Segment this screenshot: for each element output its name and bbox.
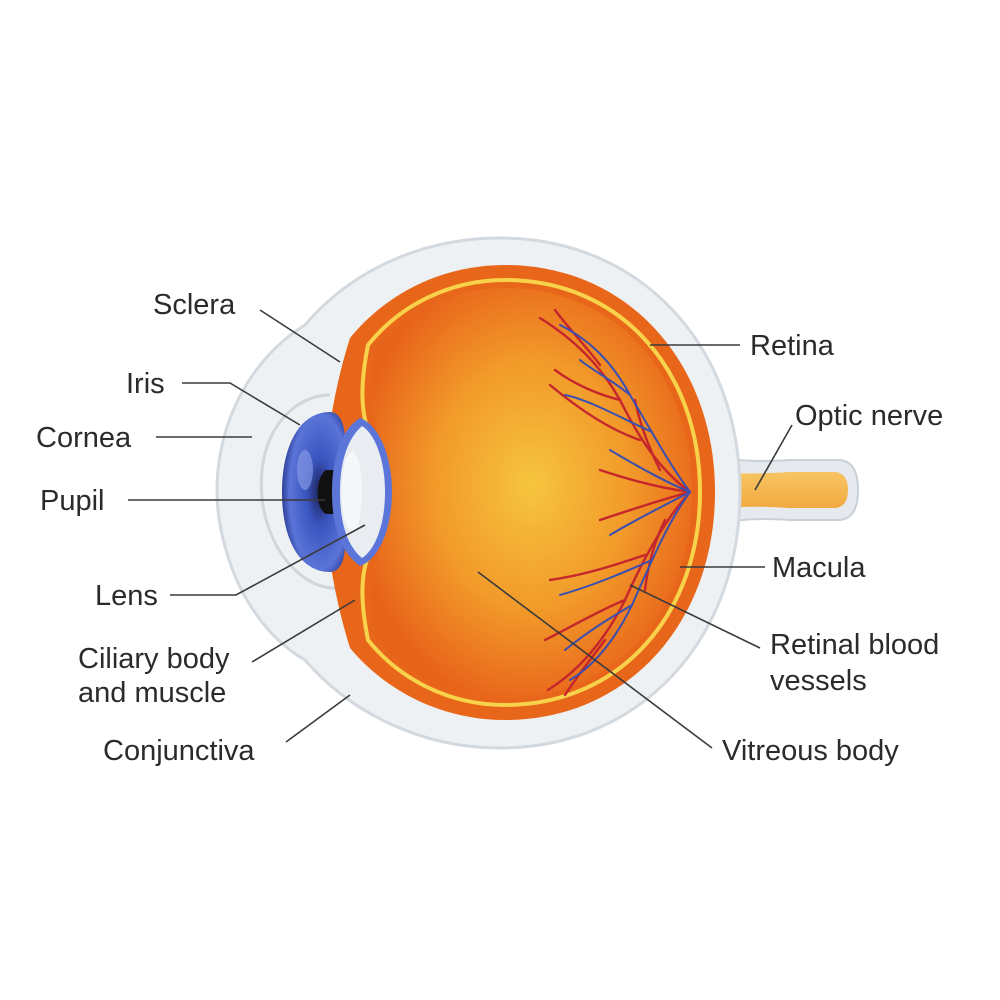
leader-ciliary bbox=[251, 599, 356, 663]
label-conjunctiva: Conjunctiva bbox=[103, 735, 255, 767]
label-lens: Lens bbox=[95, 580, 158, 612]
label-vitreous: Vitreous body bbox=[722, 735, 899, 767]
label-macula: Macula bbox=[772, 552, 866, 584]
leader-sclera bbox=[259, 309, 341, 363]
iris bbox=[282, 412, 345, 572]
label-iris: Iris bbox=[126, 368, 165, 400]
vitreous-body bbox=[371, 288, 692, 698]
retinal-blood-vessels bbox=[538, 308, 692, 697]
leader-iris bbox=[182, 382, 301, 426]
leader-vessels bbox=[629, 584, 761, 649]
lens-highlight bbox=[342, 452, 362, 532]
leader-conjunctiva bbox=[285, 694, 351, 743]
label-sclera: Sclera bbox=[153, 289, 236, 321]
label-ciliary-line2: and muscle bbox=[78, 677, 226, 709]
label-ciliary-line1: Ciliary body bbox=[78, 643, 230, 675]
label-pupil: Pupil bbox=[40, 485, 105, 517]
iris-highlight bbox=[297, 450, 313, 490]
label-optic-nerve: Optic nerve bbox=[795, 400, 943, 432]
label-vessels-line1: Retinal blood bbox=[770, 629, 939, 661]
leader-lines bbox=[128, 309, 793, 749]
leader-optic-nerve bbox=[754, 424, 793, 491]
leader-vitreous bbox=[477, 571, 713, 749]
leader-lens bbox=[170, 524, 366, 596]
cornea bbox=[259, 393, 336, 590]
label-retina: Retina bbox=[750, 330, 835, 362]
retina-layer bbox=[360, 277, 703, 708]
label-cornea: Cornea bbox=[36, 422, 132, 454]
label-vessels-line2: vessels bbox=[770, 665, 867, 697]
